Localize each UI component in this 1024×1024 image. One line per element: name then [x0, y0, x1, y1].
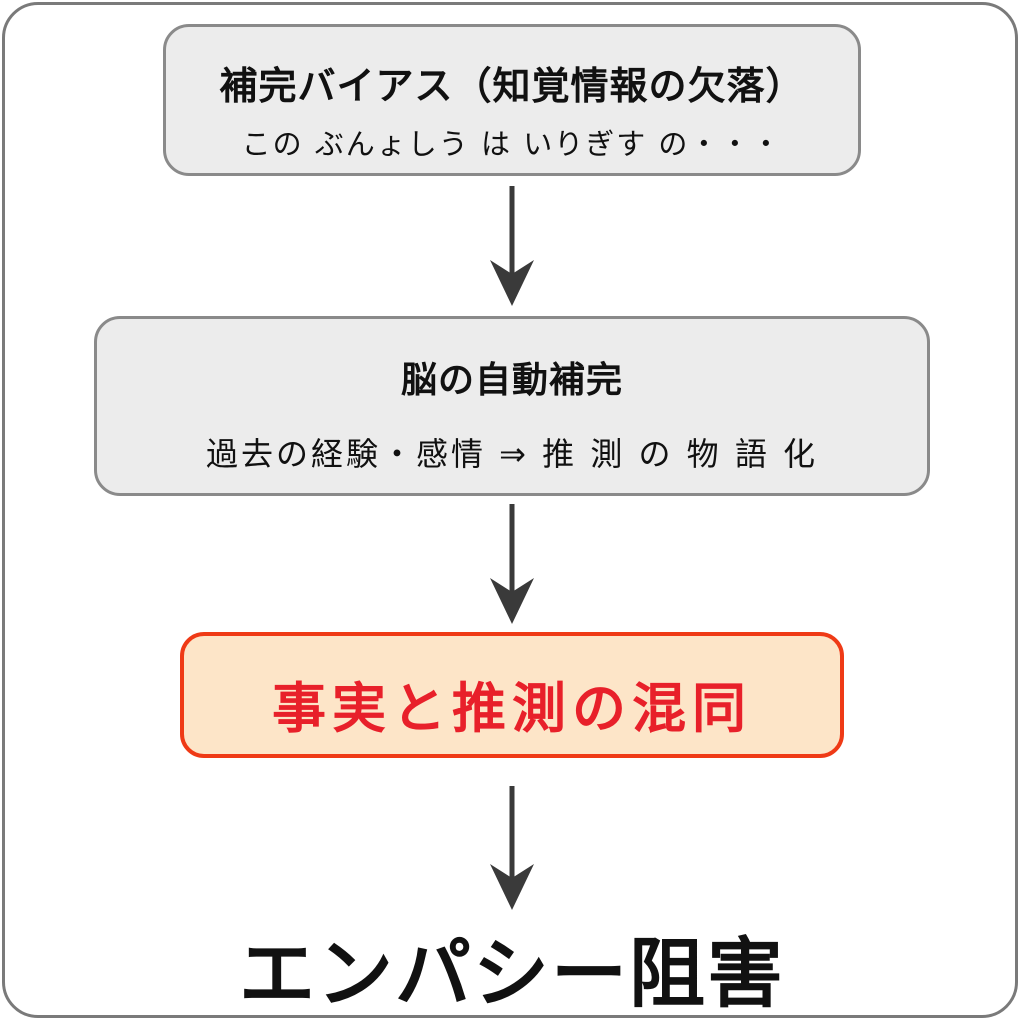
arrow-down-3	[490, 786, 534, 910]
node-fact-inference-confusion: 事実と推測の混同	[180, 632, 844, 758]
arrow-down-1	[490, 186, 534, 306]
node-completion-bias-subtitle: この ぶんょしう は いりぎす の・・・	[241, 127, 783, 161]
node-completion-bias: 補完バイアス（知覚情報の欠落） この ぶんょしう は いりぎす の・・・	[163, 24, 861, 176]
node-auto-completion-title: 脳の自動補完	[400, 360, 623, 401]
arrow-down-2	[490, 504, 534, 624]
node-auto-completion-subtitle: 過去の経験・感情 ⇒ 推 測 の 物 語 化	[205, 435, 819, 473]
node-fact-inference-confusion-title: 事実と推測の混同	[272, 677, 752, 740]
node-completion-bias-title: 補完バイアス（知覚情報の欠落）	[219, 64, 805, 108]
conclusion-empathy-obstruction: エンパシー阻害	[239, 929, 785, 1018]
node-auto-completion: 脳の自動補完 過去の経験・感情 ⇒ 推 測 の 物 語 化	[94, 316, 930, 496]
